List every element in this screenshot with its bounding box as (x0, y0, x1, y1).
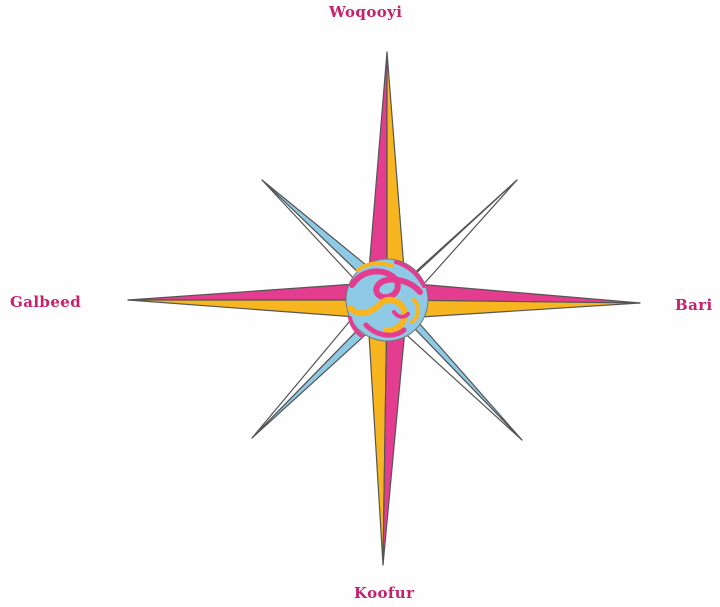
center-globe (346, 259, 428, 341)
west-label: Galbeed (10, 293, 81, 311)
south-label: Koofur (354, 584, 414, 602)
east-label: Bari (675, 296, 713, 314)
north-label: Woqooyi (329, 3, 402, 21)
